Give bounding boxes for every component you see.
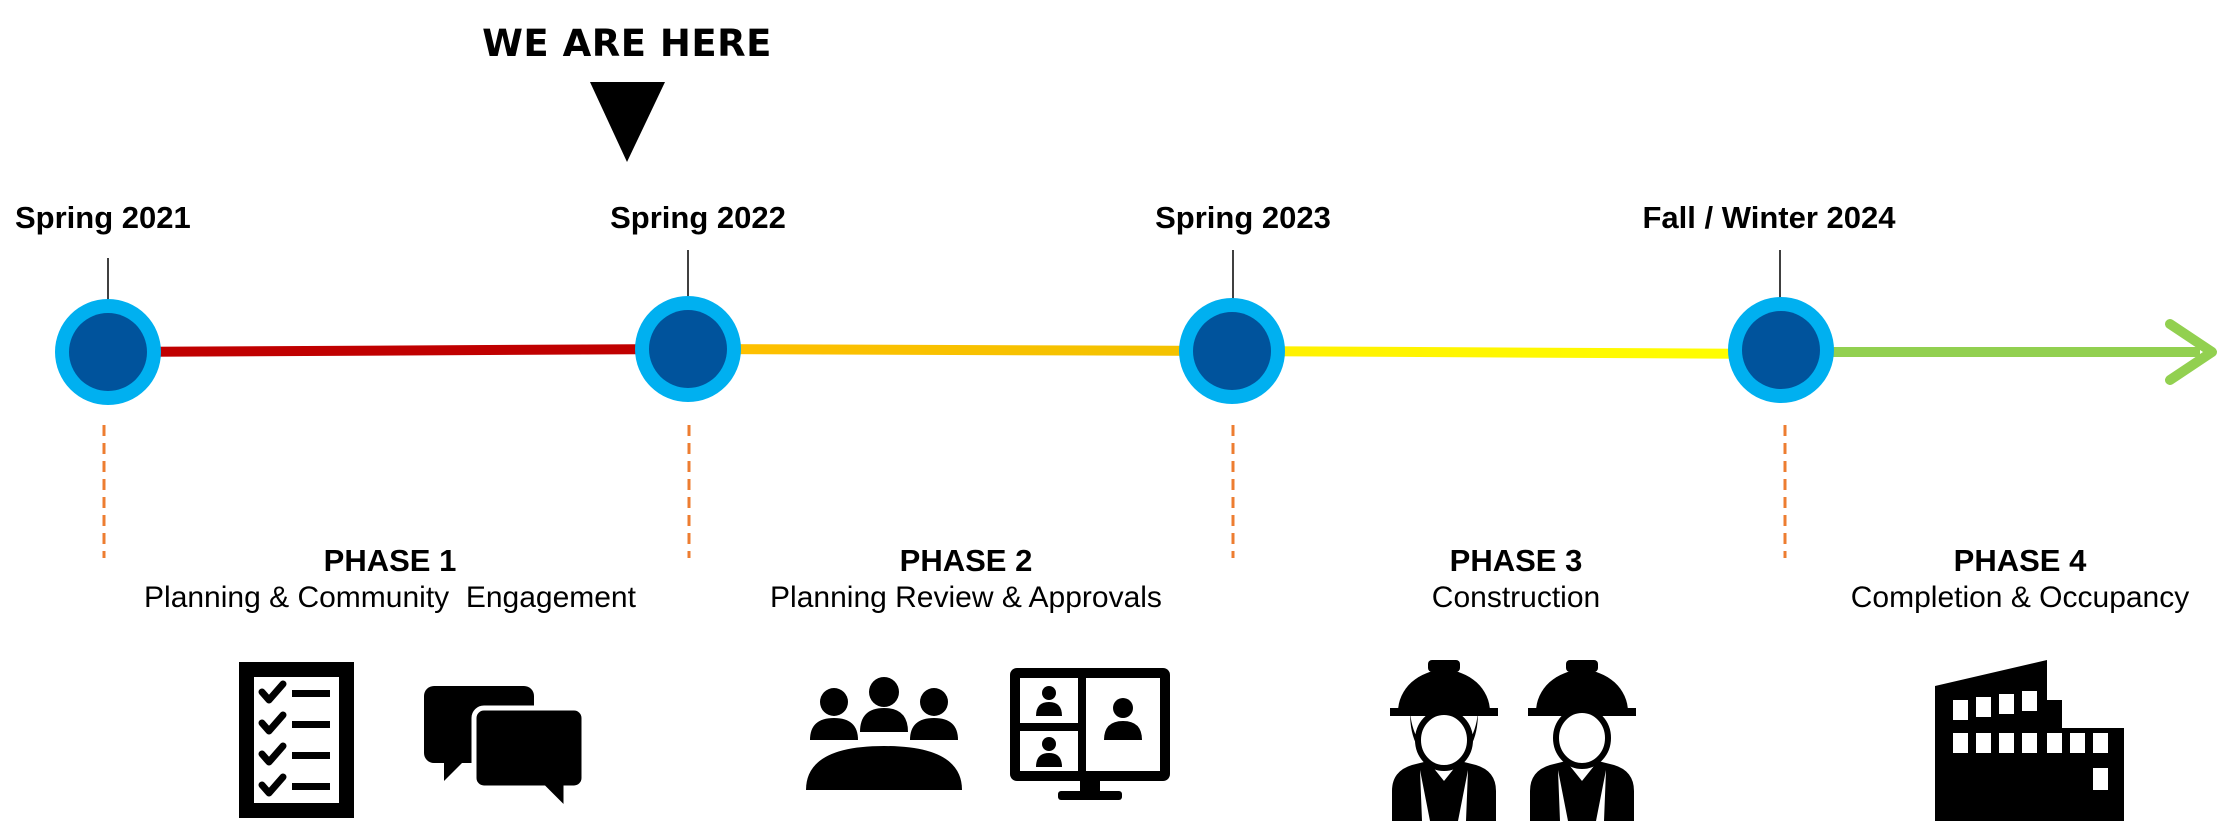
phase1-timeline-segment [107,344,689,357]
phase-description: Completion & Occupancy [1850,581,2190,614]
milestone-node [55,299,161,405]
male-construction-worker-icon [1528,660,1636,821]
video-conference-icon [1010,668,1170,800]
current-position-arrow [590,82,665,162]
milestone-date-text: Spring 2021 [15,200,191,235]
female-construction-worker-icon [1390,660,1498,821]
phase3-timeline-segment [1231,346,1782,359]
milestone-date-text: Fall / Winter 2024 [1642,200,1896,235]
phase-title: PHASE 3 [1449,543,1583,578]
checklist-icon [239,662,354,818]
meeting-group-icon [806,677,962,790]
speech-bubbles-icon [424,686,587,817]
milestone-node [1179,298,1285,404]
milestone-node [635,296,741,402]
milestone-date-text: Spring 2023 [1155,200,1331,235]
phase2-timeline-segment [687,344,1233,356]
phase-description: Planning Review & Approvals [770,581,1162,614]
phase-title: PHASE 1 [323,543,457,578]
current-position-text: WE ARE HERE [482,22,772,65]
phase-description: Construction [1431,581,1601,614]
timeline-arrowhead-icon [2165,319,2217,385]
phase-title: PHASE 2 [899,543,1033,578]
milestone-node [1728,297,1834,403]
building-icon [1935,660,2124,821]
milestone-date-text: Spring 2022 [610,200,786,235]
phase-title: PHASE 4 [1953,543,2087,578]
phase-description: Planning & Community Engagement [144,581,636,614]
